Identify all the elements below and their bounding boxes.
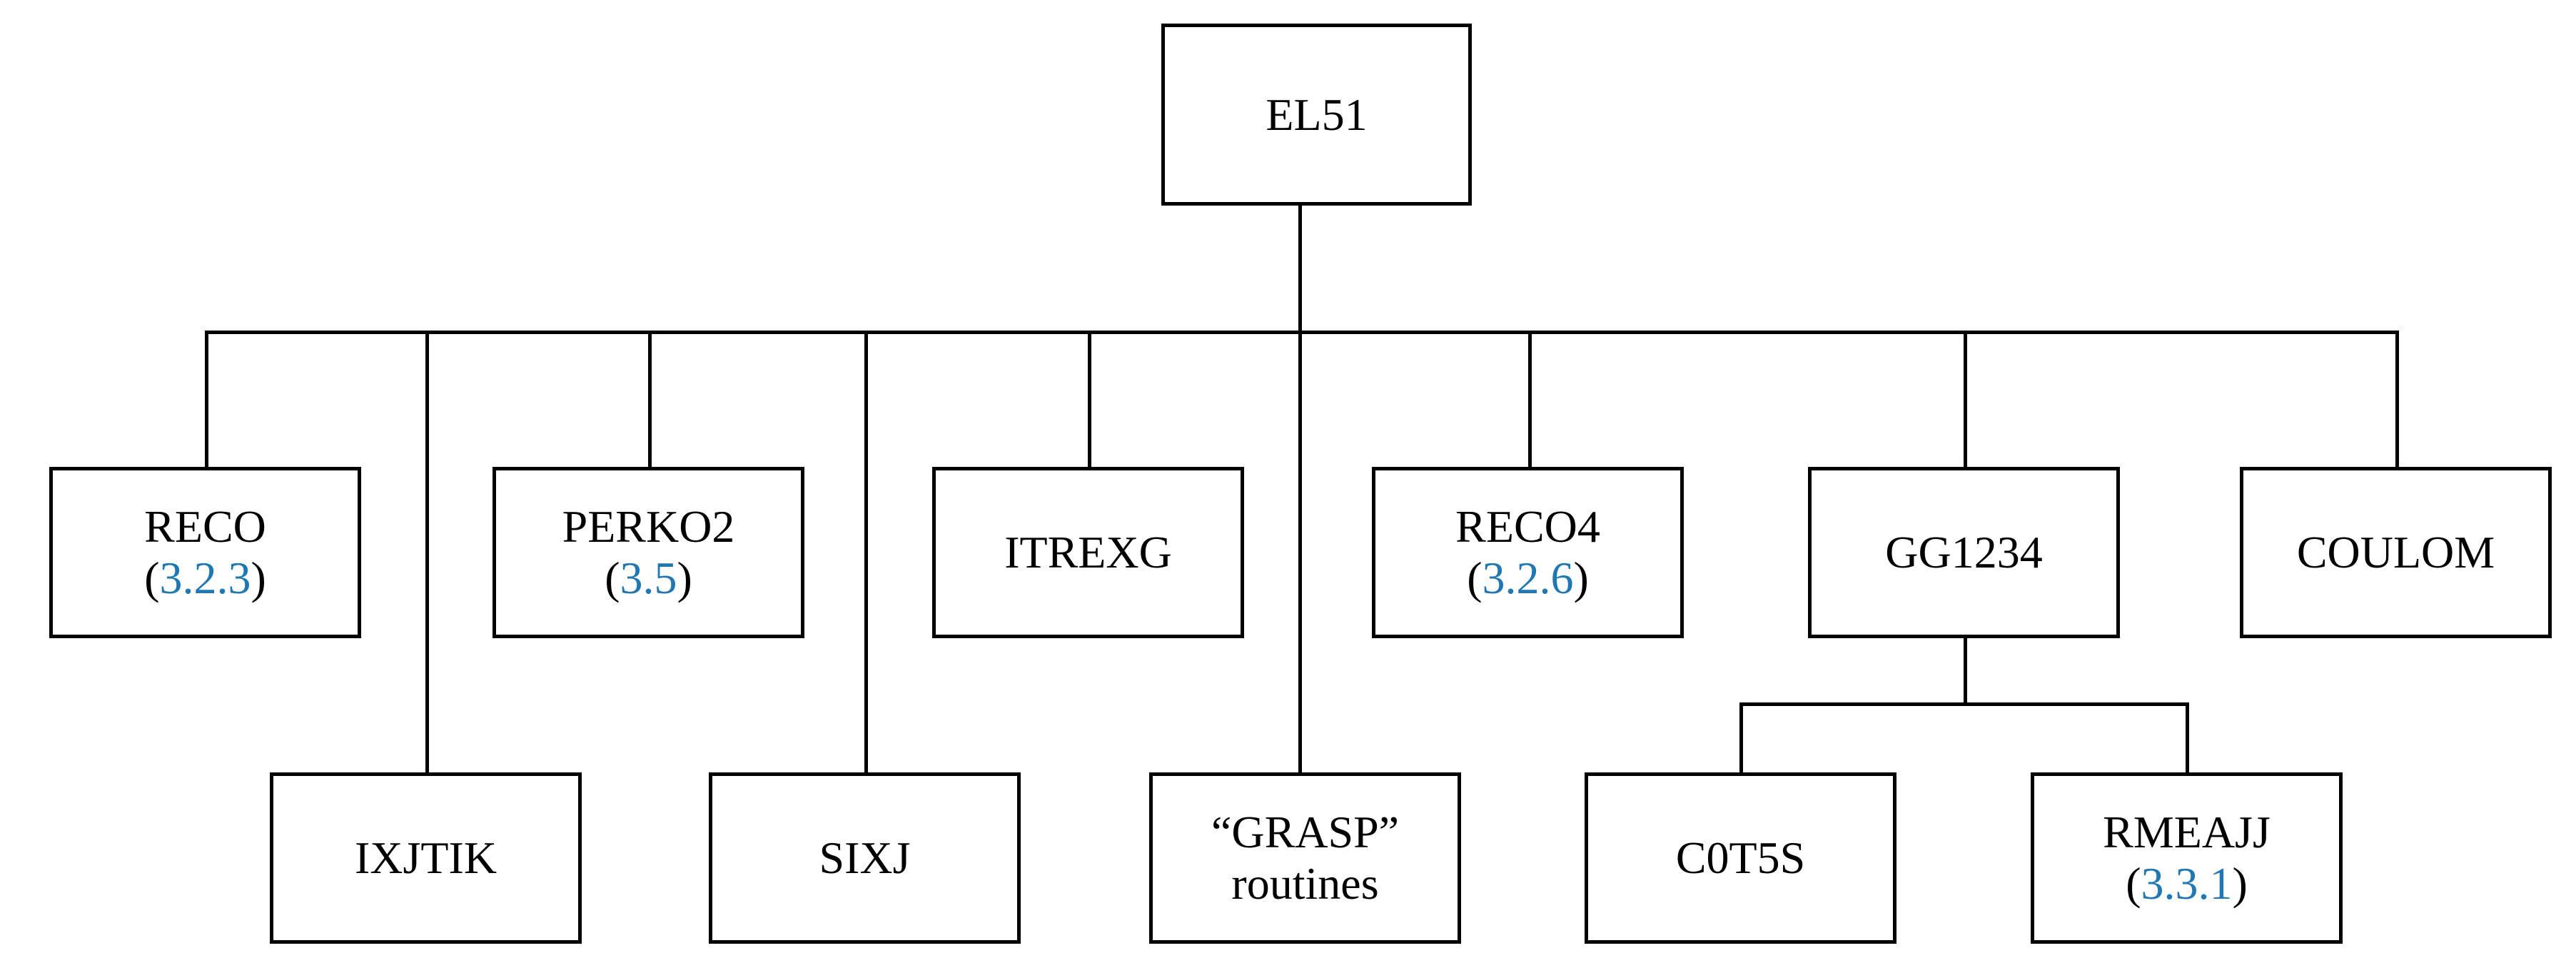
node-c0t5s-label: C0T5S [1675,832,1806,884]
node-perko2[interactable]: PERKO2 (3.5) [493,467,804,638]
edge-bus-to-reco [205,331,208,468]
node-grasp-label-2: routines [1231,858,1379,909]
node-el51[interactable]: EL51 [1161,24,1472,206]
version-number: 3.3.1 [2141,858,2233,909]
edge-root-stem [1298,206,1302,772]
edge-bus-to-perko2 [648,331,652,468]
node-reco4-label: RECO4 [1455,501,1600,553]
edge-gg1234-to-rmeajj [2186,702,2189,772]
node-gg1234-label: GG1234 [1885,527,2043,578]
node-ixjtik-label: IXJTIK [354,832,497,884]
node-c0t5s[interactable]: C0T5S [1585,772,1896,944]
version-number: 3.2.6 [1482,553,1574,603]
node-gg1234[interactable]: GG1234 [1808,467,2120,638]
edge-gg1234-stem [1964,638,1967,704]
edge-bus-to-sixj [864,331,868,772]
edge-gg1234-to-c0t5s [1739,702,1743,772]
node-grasp-label: “GRASP” [1211,807,1400,858]
edge-gg1234-bus [1739,702,2189,706]
edge-bus-to-reco4 [1528,331,1532,468]
node-reco4-version: (3.2.6) [1467,553,1589,604]
node-itrexg[interactable]: ITREXG [932,467,1244,638]
node-grasp-routines[interactable]: “GRASP” routines [1149,772,1461,944]
node-rmeajj-version: (3.3.1) [2126,858,2248,909]
node-reco-version: (3.2.3) [144,553,266,604]
node-reco-label: RECO [144,501,266,553]
paren-open: ( [605,553,620,603]
node-rmeajj[interactable]: RMEAJJ (3.3.1) [2031,772,2343,944]
paren-open: ( [1467,553,1483,603]
node-reco4[interactable]: RECO4 (3.2.6) [1372,467,1684,638]
edge-bus-to-gg1234 [1964,331,1967,468]
node-reco[interactable]: RECO (3.2.3) [49,467,361,638]
node-coulom[interactable]: COULOM [2240,467,2552,638]
node-perko2-version: (3.5) [605,553,692,604]
node-ixjtik[interactable]: IXJTIK [270,772,582,944]
node-coulom-label: COULOM [2296,527,2495,578]
paren-open: ( [144,553,160,603]
paren-open: ( [2126,858,2141,909]
edge-bus-to-coulom [2395,331,2399,468]
node-sixj-label: SIXJ [819,832,911,884]
node-el51-label: EL51 [1266,89,1368,140]
node-rmeajj-label: RMEAJJ [2103,807,2271,858]
edge-bus-to-ixjtik [425,331,429,772]
edge-main-bus [205,331,2399,334]
node-sixj[interactable]: SIXJ [709,772,1021,944]
paren-close: ) [251,553,266,603]
node-itrexg-label: ITREXG [1004,527,1172,578]
version-number: 3.5 [620,553,677,603]
paren-close: ) [2232,858,2248,909]
node-perko2-label: PERKO2 [562,501,735,553]
version-number: 3.2.3 [159,553,251,603]
paren-close: ) [1573,553,1589,603]
paren-close: ) [677,553,692,603]
edge-bus-to-itrexg [1088,331,1091,468]
